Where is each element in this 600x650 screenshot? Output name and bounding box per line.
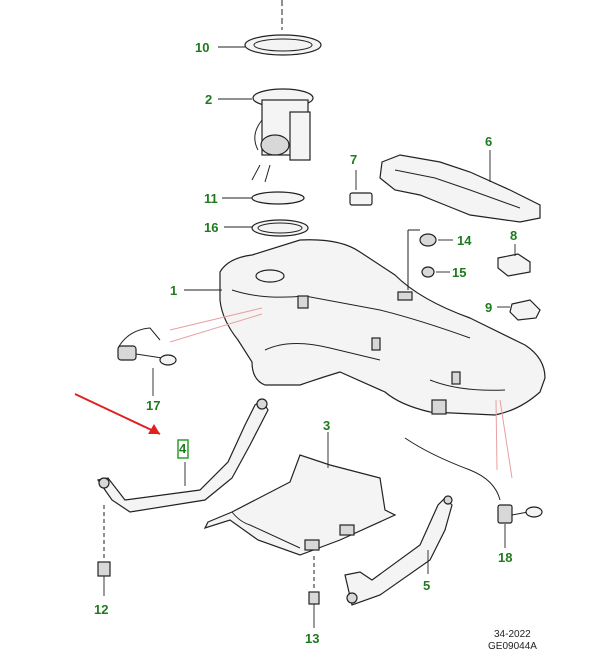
callout-14[interactable]: 14 bbox=[457, 233, 472, 248]
highlight-arrow bbox=[74, 393, 161, 435]
callout-18[interactable]: 18 bbox=[498, 550, 512, 565]
callout-3[interactable]: 3 bbox=[323, 418, 330, 433]
callout-11[interactable]: 11 bbox=[204, 191, 218, 206]
callout-10[interactable]: 10 bbox=[195, 40, 209, 55]
callout-6[interactable]: 6 bbox=[485, 134, 492, 149]
callout-7[interactable]: 7 bbox=[350, 152, 357, 167]
callout-16[interactable]: 16 bbox=[204, 220, 218, 235]
callout-5[interactable]: 5 bbox=[423, 578, 430, 593]
callout-4[interactable]: 4 bbox=[179, 441, 187, 456]
part-3-underbody-shield[interactable] bbox=[203, 454, 397, 556]
part-9-pad[interactable] bbox=[509, 299, 541, 321]
callout-15[interactable]: 15 bbox=[452, 265, 466, 280]
callout-8[interactable]: 8 bbox=[510, 228, 517, 243]
part-7-bracket-small[interactable] bbox=[349, 192, 373, 206]
reference-code: GE09044A bbox=[488, 641, 537, 650]
part-11-seal[interactable] bbox=[251, 191, 305, 205]
part-8-block[interactable] bbox=[497, 253, 531, 277]
callout-9[interactable]: 9 bbox=[485, 300, 492, 315]
part-6-heat-shield[interactable] bbox=[379, 154, 541, 223]
part-13-bolt[interactable] bbox=[308, 556, 320, 605]
part-12-bolt[interactable] bbox=[97, 505, 111, 577]
reference-page: 34-2022 bbox=[494, 629, 531, 640]
part-1-fuel-tank[interactable] bbox=[219, 239, 546, 416]
part-17-harness[interactable] bbox=[117, 327, 177, 366]
part-4-tank-strap[interactable] bbox=[96, 398, 269, 513]
callout-12[interactable]: 12 bbox=[94, 602, 108, 617]
callout-13[interactable]: 13 bbox=[305, 631, 319, 646]
part-18-harness[interactable] bbox=[404, 437, 543, 524]
callout-1[interactable]: 1 bbox=[170, 283, 177, 298]
part-15-bolt[interactable] bbox=[421, 266, 435, 278]
part-2-fuel-pump-module[interactable] bbox=[251, 88, 314, 183]
part-14-grommet[interactable] bbox=[419, 233, 437, 247]
callout-17[interactable]: 17 bbox=[146, 398, 160, 413]
callout-2[interactable]: 2 bbox=[205, 92, 212, 107]
part-16-ring[interactable] bbox=[251, 219, 309, 237]
callout-4-highlight-box bbox=[177, 439, 189, 459]
part-10-locking-ring[interactable] bbox=[244, 34, 322, 56]
part-5-rear-strap[interactable] bbox=[344, 495, 453, 606]
